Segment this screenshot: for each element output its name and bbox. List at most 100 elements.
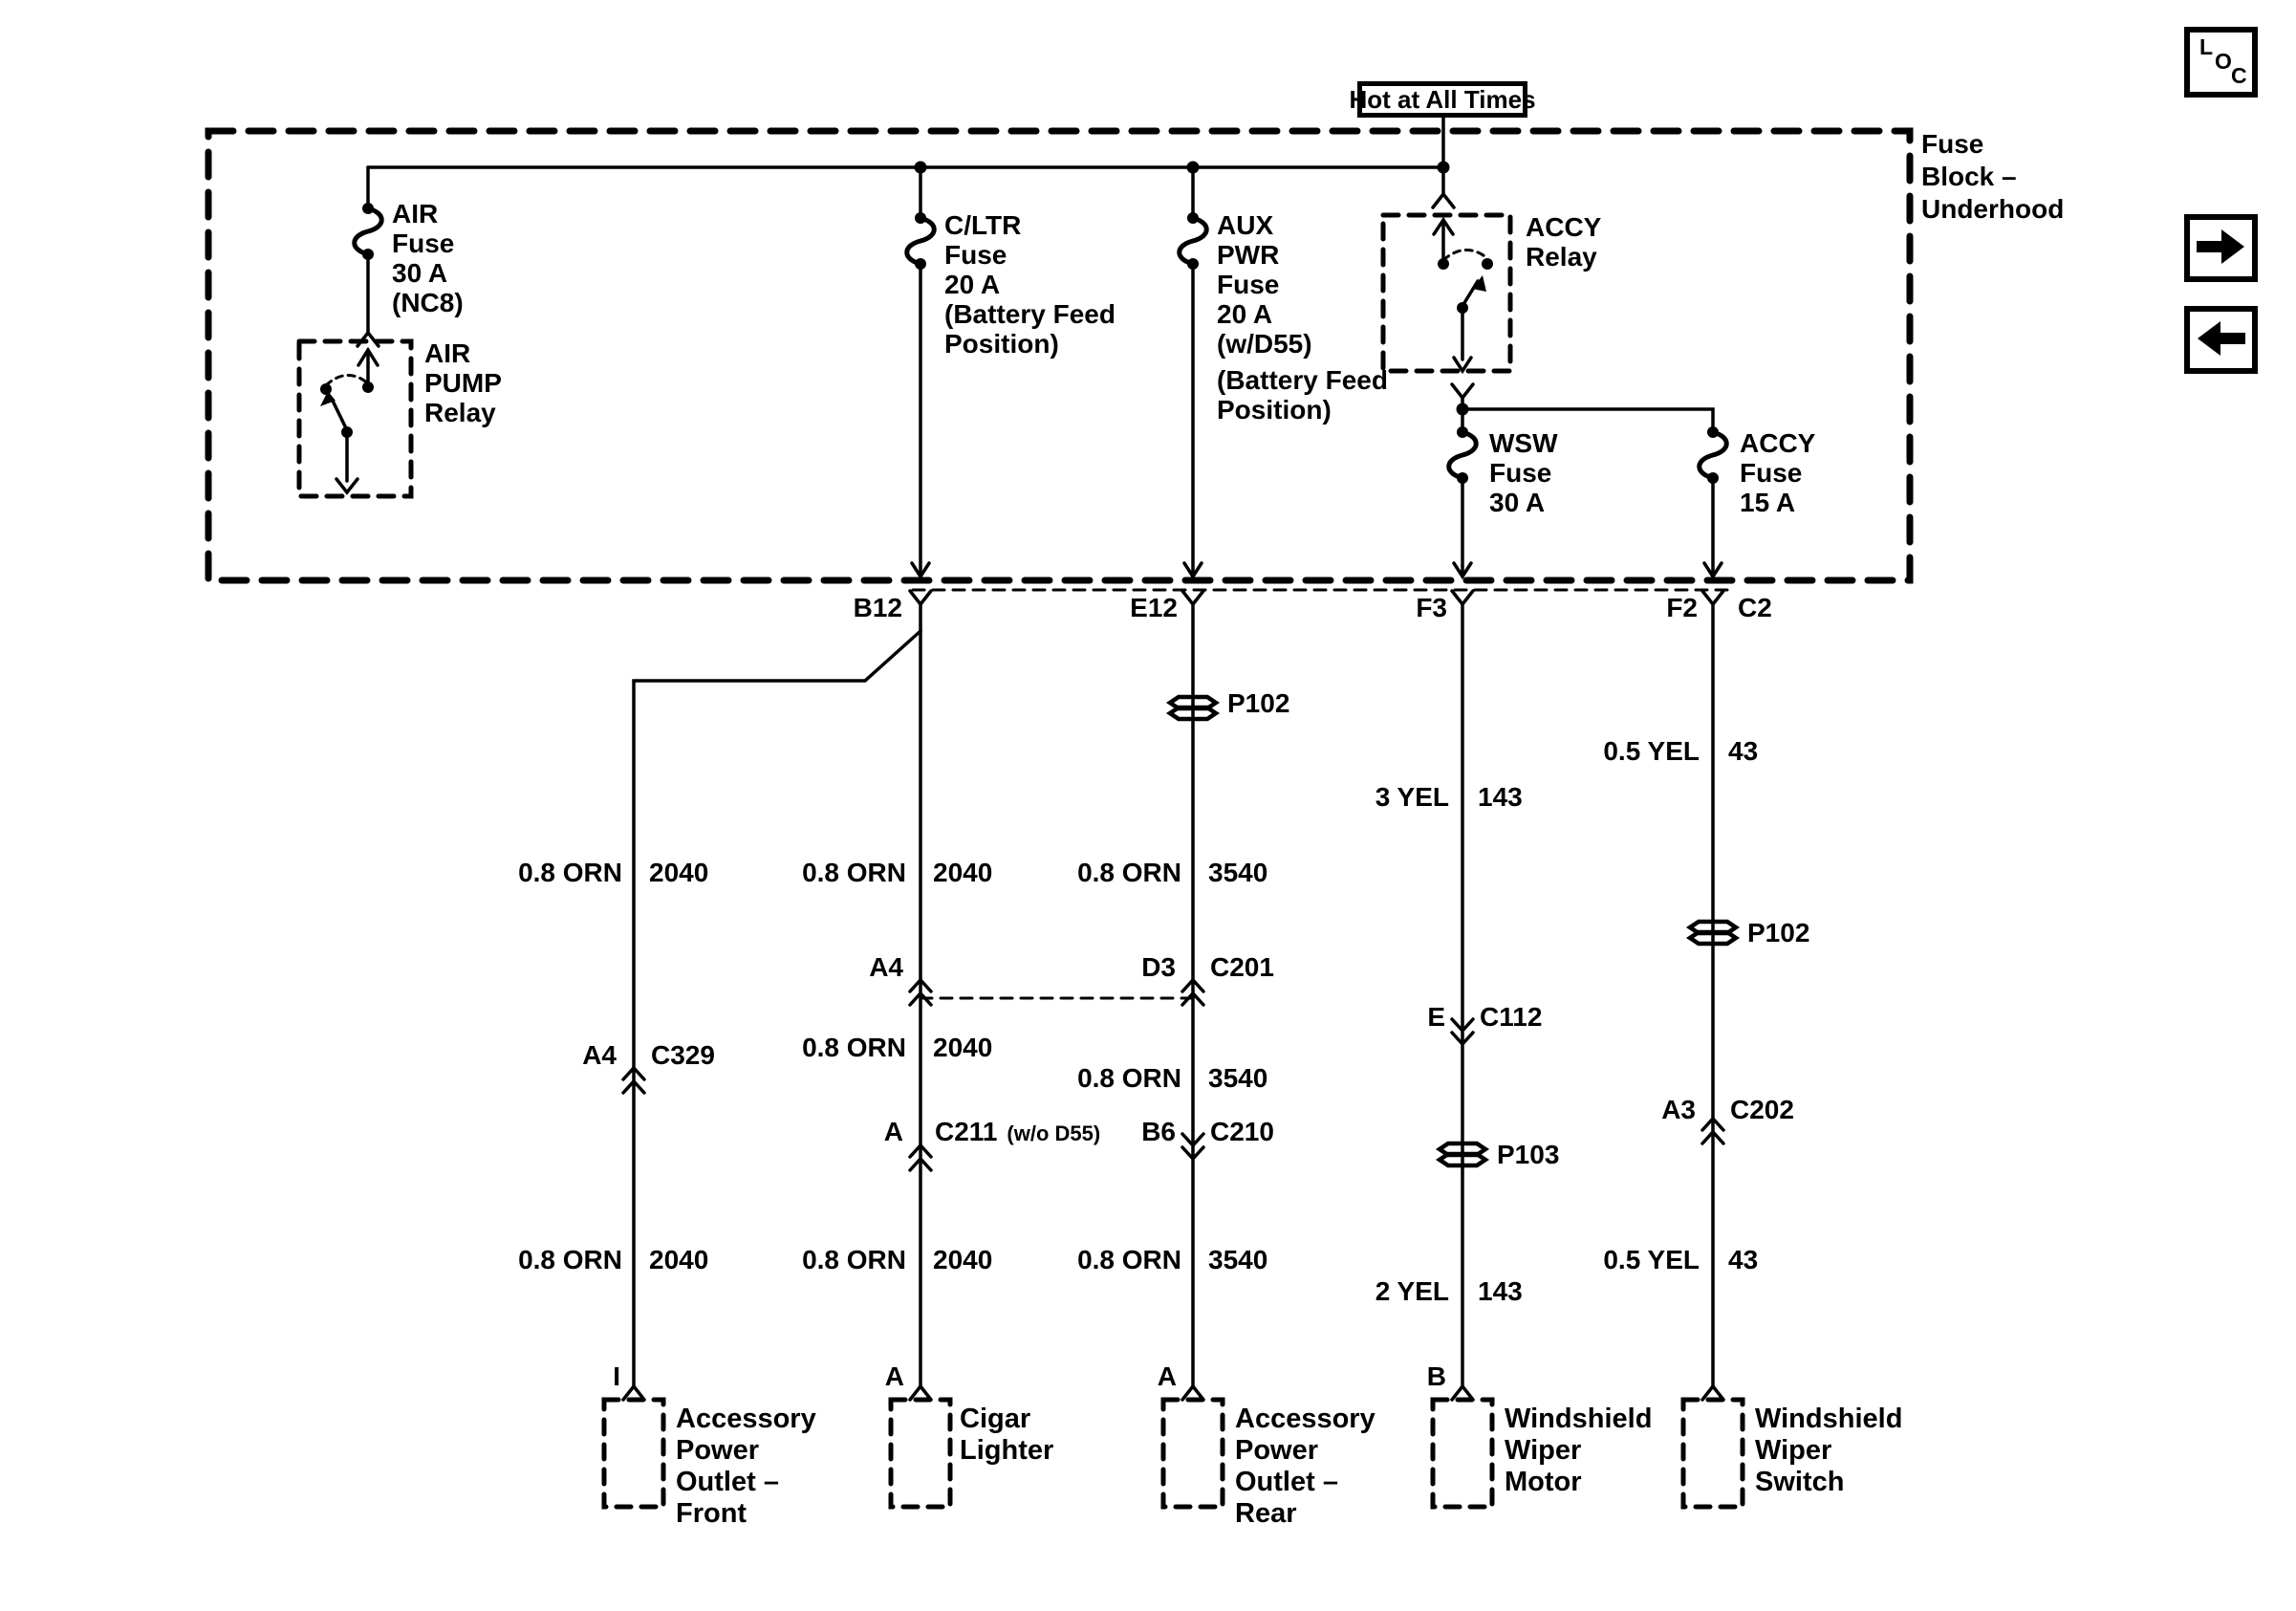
loc-letter: O (2215, 49, 2232, 74)
p102-splice-symbol (1165, 694, 1221, 722)
c329-connector-symbol (621, 1065, 646, 1095)
wire-spec-label: 0.8 ORN (1077, 1063, 1181, 1093)
p102-splice-symbol-2 (1685, 919, 1741, 947)
wire-circuit-label: 3540 (1208, 1063, 1268, 1093)
wire-spec-label: 0.8 ORN (802, 858, 906, 887)
c202-connector-symbol (1700, 1116, 1725, 1145)
wire-circuit-label: 3540 (1208, 858, 1268, 887)
wire-spec-label: 3 YEL (1375, 782, 1449, 812)
connector-name-label: C112 (1480, 1002, 1543, 1032)
component-name: Windshield Wiper Switch (1755, 1404, 1903, 1497)
relay-output-branch-wire (1456, 403, 1715, 434)
splice-label: P102 (1747, 918, 1810, 947)
wsw-fuse-label: WSW Fuse 30 A (1489, 428, 1558, 517)
wire-spec-label: 0.8 ORN (518, 1245, 622, 1274)
left-arrow-icon (2198, 321, 2245, 356)
front-outlet-branch-wire (621, 629, 922, 1402)
terminal-label: I (613, 1361, 620, 1391)
connector-pin-label: B6 (1141, 1117, 1176, 1146)
component-name: Windshield Wiper Motor (1505, 1404, 1653, 1497)
previous-page-button[interactable] (2184, 306, 2258, 374)
wiper-switch-wire (1700, 589, 1725, 1402)
aux-pwr-fuse-label: AUX PWR Fuse 20 A (w/D55) (1217, 210, 1312, 359)
pin-f2: F2 (1666, 593, 1698, 622)
connector-name-label: C202 (1730, 1095, 1794, 1124)
splice-label: P102 (1227, 688, 1290, 718)
wire-circuit-label: 143 (1478, 1276, 1523, 1306)
connector-pin-label: E (1427, 1002, 1445, 1032)
wiper-motor-wire (1450, 589, 1475, 1402)
accy-relay-label: ACCY Relay (1526, 212, 1602, 272)
component-name: Cigar Lighter (960, 1404, 1054, 1466)
pin-e12: E12 (1130, 593, 1178, 622)
connector-pin-label: A3 (1661, 1095, 1696, 1124)
connector-pin-label: D3 (1141, 952, 1176, 982)
fuse-block-title: Fuse Block – Underhood (1921, 129, 2065, 224)
wire-spec-label: 0.8 ORN (802, 1245, 906, 1274)
connector-name-label: C211 (w/o D55) (935, 1117, 1100, 1148)
accy-relay-symbol (1380, 212, 1513, 434)
wire-spec-label: 0.5 YEL (1603, 1245, 1700, 1274)
wire-circuit-label: 43 (1728, 1245, 1759, 1274)
fuse-block-border (205, 127, 1914, 584)
connector-name-label: C329 (651, 1040, 715, 1070)
cltr-fuse-symbol (904, 165, 937, 580)
wiper-switch-box (1680, 1397, 1745, 1510)
c210-connector-symbol (1180, 1132, 1205, 1162)
terminal-label: A (884, 1361, 904, 1391)
wire-circuit-label: 143 (1478, 782, 1523, 812)
loc-letter: L (2199, 34, 2214, 59)
wire-circuit-label: 3540 (1208, 1245, 1268, 1274)
wsw-fuse-symbol (1446, 426, 1479, 580)
air-pump-relay-symbol (296, 338, 414, 499)
connector-name-label: C210 (1210, 1117, 1274, 1146)
wire-spec-label: 2 YEL (1375, 1276, 1449, 1306)
battery-bus-wire (366, 161, 1450, 174)
connector-pin-label: A4 (869, 952, 903, 982)
loc-letter: C (2231, 63, 2247, 88)
wire-circuit-label: 2040 (933, 1033, 993, 1062)
accy-fuse-symbol (1697, 426, 1729, 580)
wire-circuit-label: 2040 (933, 1245, 993, 1274)
terminal-label: A (1157, 1361, 1177, 1391)
wire-circuit-label: 2040 (933, 858, 993, 887)
air-fuse-symbol (352, 165, 384, 348)
aux-pwr-fuse-symbol (1177, 165, 1209, 580)
air-pump-relay-label: AIR PUMP Relay (424, 338, 502, 427)
cltr-fuse-label: C/LTR Fuse 20 A (Battery Feed Position) (944, 210, 1116, 359)
wire-circuit-label: 43 (1728, 736, 1759, 766)
pin-b12: B12 (853, 593, 902, 622)
component-name: Accessory Power Outlet – Rear (1235, 1404, 1375, 1529)
p103-splice-symbol (1435, 1141, 1490, 1168)
wire-spec-label: 0.8 ORN (518, 858, 622, 887)
accy-fuse-label: ACCY Fuse 15 A (1740, 428, 1816, 517)
connector-note: (w/o D55) (1007, 1121, 1101, 1145)
wiper-motor-box (1430, 1397, 1495, 1510)
air-fuse-label: AIR Fuse 30 A (NC8) (392, 199, 464, 317)
connector-pin-label: A4 (582, 1040, 617, 1070)
connector-pin-label: A (883, 1117, 903, 1146)
wire-spec-label: 0.8 ORN (1077, 858, 1181, 887)
terminal-label: B (1426, 1361, 1446, 1391)
right-arrow-icon (2197, 229, 2244, 264)
loc-button[interactable]: L O C (2184, 27, 2258, 98)
cigar-lighter-box (888, 1397, 953, 1510)
wire-circuit-label: 2040 (649, 858, 709, 887)
splice-label: P103 (1497, 1140, 1560, 1169)
pin-f3: F3 (1416, 593, 1447, 622)
connector-name-label: C201 (1210, 952, 1274, 982)
wire-spec-label: 0.5 YEL (1603, 736, 1700, 766)
c201-d3-connector-symbol (1180, 977, 1205, 1007)
wire-spec-label: 0.8 ORN (802, 1033, 906, 1062)
front-outlet-box (601, 1397, 666, 1510)
hot-feed-wire (1431, 116, 1456, 209)
pin-c2: C2 (1738, 593, 1772, 622)
rear-outlet-box (1160, 1397, 1225, 1510)
hot-at-all-times-label: Hot at All Times (1349, 81, 1536, 118)
next-page-button[interactable] (2184, 214, 2258, 282)
wire-spec-label: 0.8 ORN (1077, 1245, 1181, 1274)
connector-name: C211 (935, 1117, 998, 1146)
c201-a4-connector-symbol (908, 977, 933, 1007)
